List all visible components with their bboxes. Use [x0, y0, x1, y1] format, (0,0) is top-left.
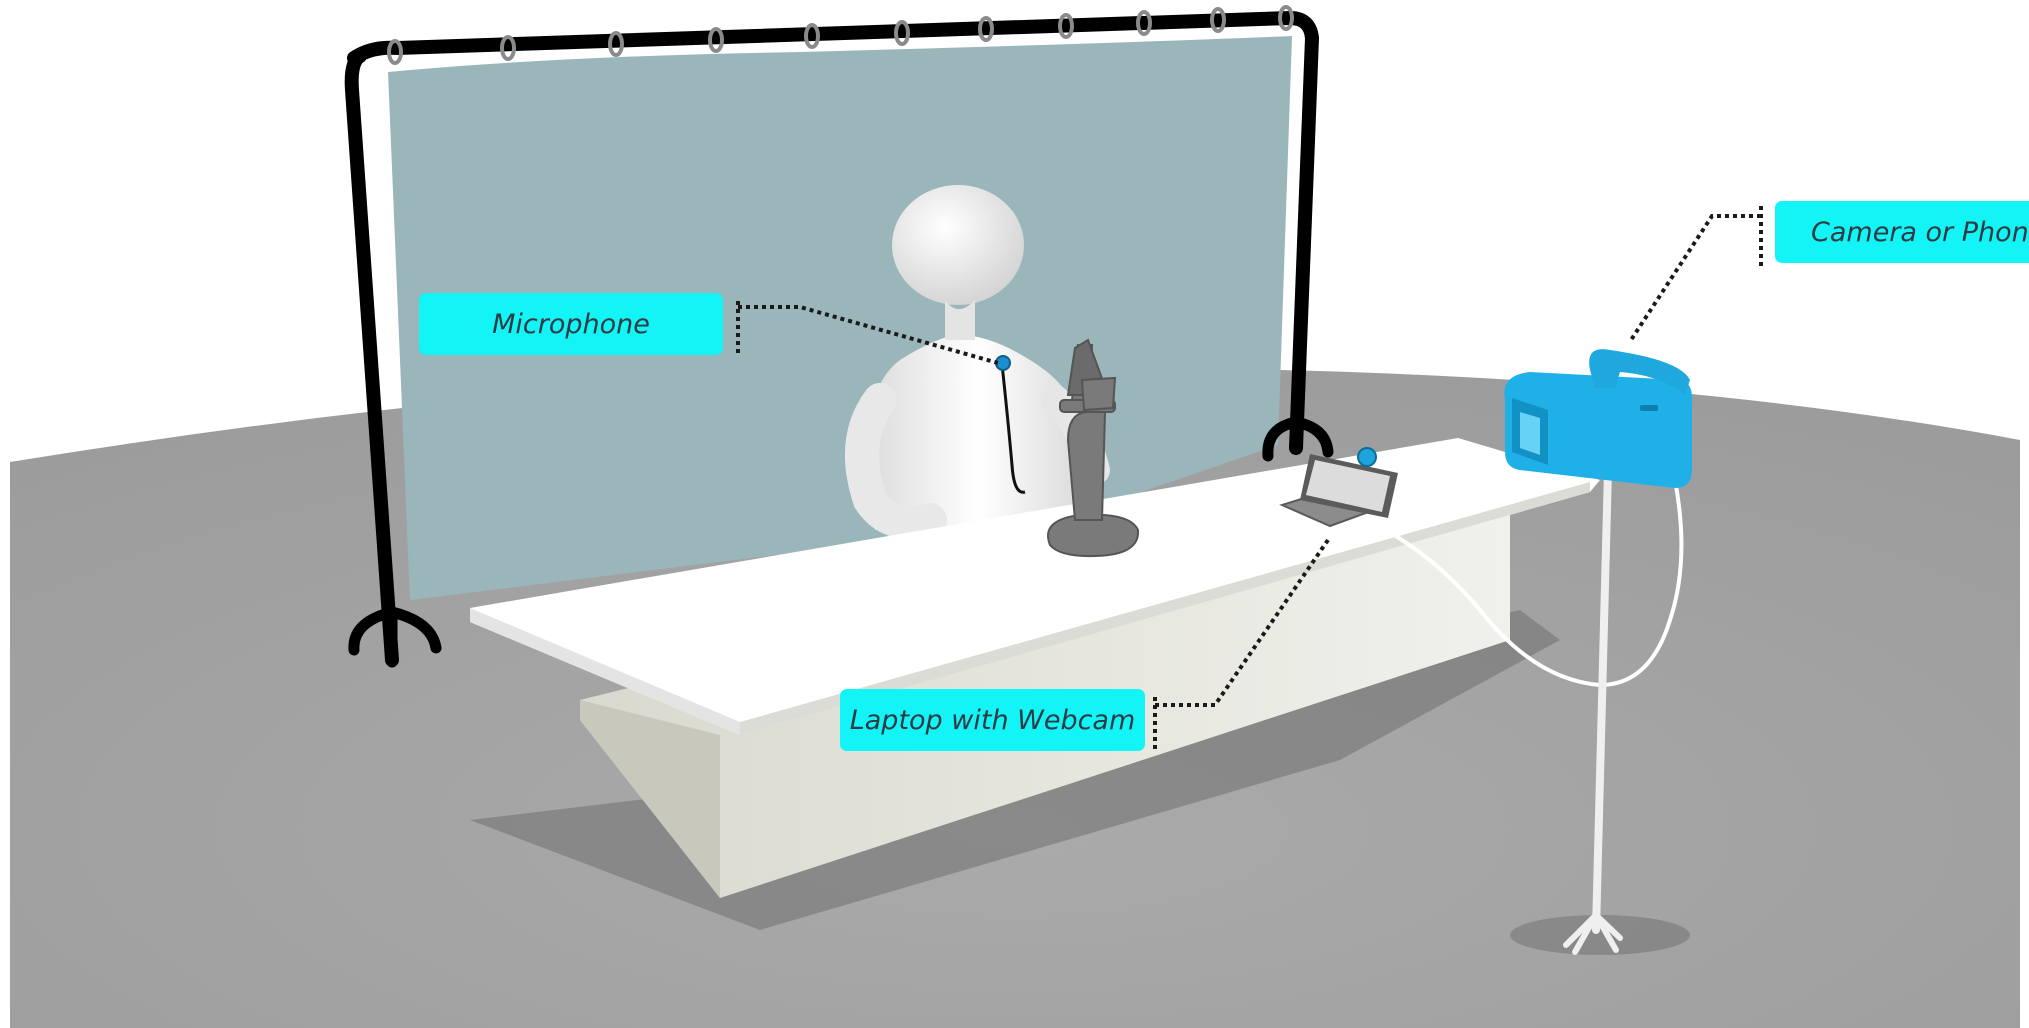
- webcam-icon: [1358, 448, 1376, 466]
- video-camera-icon: [1504, 349, 1692, 488]
- camera-phone-label: Camera or Phone: [1775, 201, 2029, 263]
- laptop-webcam-label: Laptop with Webcam: [840, 689, 1145, 751]
- lapel-mic-icon: [996, 356, 1010, 370]
- microphone-label: Microphone: [419, 293, 723, 355]
